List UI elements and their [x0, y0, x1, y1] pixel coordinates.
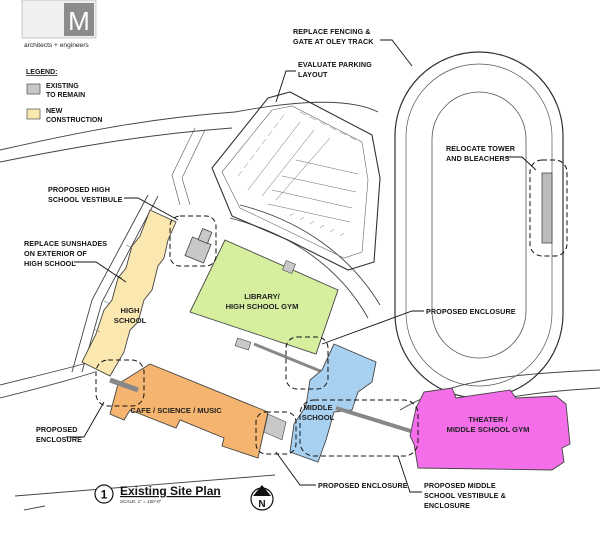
theater-ms-gym-building [409, 387, 571, 471]
drawing-number: 1 [101, 488, 108, 502]
running-track [394, 51, 568, 399]
svg-text:GATE AT OLEY TRACK: GATE AT OLEY TRACK [293, 37, 374, 46]
svg-text:ENCLOSURE: ENCLOSURE [424, 501, 470, 510]
label-theater-2: MIDDLE SCHOOL GYM [447, 425, 530, 434]
legend-new-line2: CONSTRUCTION [46, 117, 102, 124]
svg-text:PROPOSED HIGH: PROPOSED HIGH [48, 185, 110, 194]
callout-fencing: REPLACE FENCING & GATE AT OLEY TRACK [293, 27, 413, 67]
svg-text:RELOCATE TOWER: RELOCATE TOWER [446, 144, 516, 153]
bleachers [541, 172, 553, 244]
callout-enclosure-right: PROPOSED ENCLOSURE [321, 307, 516, 345]
callout-parking: EVALUATE PARKING LAYOUT [275, 60, 372, 103]
legend-swatch-existing [26, 83, 41, 95]
svg-text:ENCLOSURE: ENCLOSURE [36, 435, 82, 444]
high-school-building [81, 209, 177, 377]
callout-tower: RELOCATE TOWER AND BLEACHERS [446, 144, 537, 171]
callout-sunshades: REPLACE SUNSHADES ON EXTERIOR OF HIGH SC… [24, 239, 127, 283]
hs-vestibule-zone [169, 215, 217, 267]
svg-text:PROPOSED ENCLOSURE: PROPOSED ENCLOSURE [426, 307, 516, 316]
svg-text:REPLACE FENCING &: REPLACE FENCING & [293, 27, 371, 36]
label-library-2: HIGH SCHOOL GYM [226, 302, 299, 311]
svg-text:AND BLEACHERS: AND BLEACHERS [446, 154, 510, 163]
title-block: 1 Existing Site Plan SCALE: 1" = 100'-0"… [94, 484, 274, 511]
svg-text:PROPOSED: PROPOSED [36, 425, 78, 434]
callout-ms-vestibule: PROPOSED MIDDLE SCHOOL VESTIBULE & ENCLO… [397, 455, 506, 510]
enclosure-zone-left [95, 359, 145, 407]
label-theater-1: THEATER / [468, 415, 508, 424]
svg-text:REPLACE SUNSHADES: REPLACE SUNSHADES [24, 239, 107, 248]
legend-existing-line2: TO REMAIN [46, 92, 85, 99]
drawing-scale: SCALE: 1" = 100'-0" [120, 499, 162, 504]
parking-lot [211, 91, 381, 271]
logo-tagline: architects + engineers [24, 42, 89, 49]
callout-enclosure-bottom: PROPOSED ENCLOSURE [275, 451, 408, 490]
drawing-number-circle [94, 484, 114, 504]
svg-text:PROPOSED ENCLOSURE: PROPOSED ENCLOSURE [318, 481, 408, 490]
svg-text:LAYOUT: LAYOUT [298, 70, 328, 79]
legend: LEGEND: EXISTING TO REMAIN NEW CONSTRUCT… [26, 69, 102, 124]
ms-vestibule-zone [299, 399, 419, 457]
callout-hs-vestibule: PROPOSED HIGH SCHOOL VESTIBULE [48, 185, 179, 221]
svg-text:PROPOSED MIDDLE: PROPOSED MIDDLE [424, 481, 496, 490]
label-cafe: CAFE / SCIENCE / MUSIC [130, 406, 222, 415]
legend-existing-line1: EXISTING [46, 83, 79, 90]
dashed-zones [95, 215, 419, 457]
enclosure-zone-right [285, 336, 329, 390]
svg-text:ON EXTERIOR OF: ON EXTERIOR OF [24, 249, 87, 258]
cafe-science-music-building [109, 363, 287, 459]
high-school-vestibule [184, 228, 213, 264]
logo-letter: M [68, 6, 90, 36]
label-high-school-1: HIGH [121, 306, 140, 315]
north-arrow-icon: N [250, 485, 274, 511]
tower-dashed-zone [529, 159, 568, 257]
label-middle-school-1: MIDDLE [303, 403, 332, 412]
drawing-title: Existing Site Plan [120, 484, 221, 498]
north-label: N [258, 499, 265, 510]
label-middle-school-2: SCHOOL [302, 413, 335, 422]
firm-logo: M architects + engineers [21, 0, 97, 49]
library-gym-building [189, 239, 339, 377]
svg-text:EVALUATE PARKING: EVALUATE PARKING [298, 60, 372, 69]
svg-text:HIGH SCHOOL: HIGH SCHOOL [24, 259, 76, 268]
label-high-school-2: SCHOOL [114, 316, 147, 325]
enclosure-zone-bottom [255, 411, 297, 455]
svg-text:SCHOOL VESTIBULE &: SCHOOL VESTIBULE & [424, 491, 506, 500]
middle-school-building [289, 343, 415, 463]
legend-new-line1: NEW [46, 108, 63, 115]
legend-swatch-new [26, 108, 41, 120]
legend-title: LEGEND: [26, 69, 58, 76]
svg-text:SCHOOL VESTIBULE: SCHOOL VESTIBULE [48, 195, 123, 204]
callout-enclosure-left: PROPOSED ENCLOSURE [36, 401, 105, 444]
label-library-1: LIBRARY/ [244, 292, 280, 301]
